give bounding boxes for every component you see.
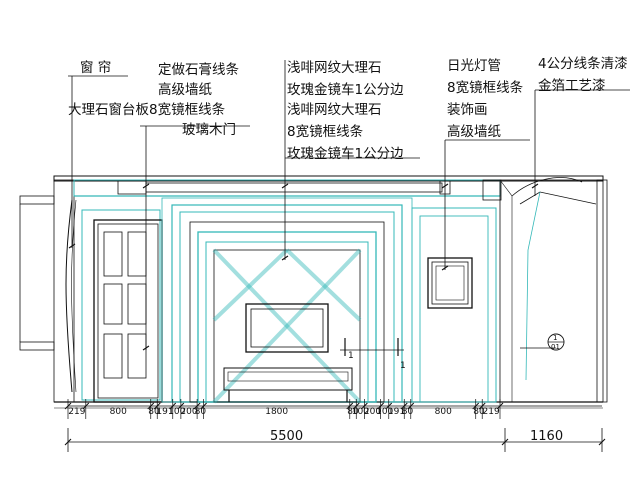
section-mark-right: 1 <box>400 361 406 371</box>
dimension-slash <box>400 402 408 410</box>
dimension-slash <box>200 402 207 410</box>
dimension-slash <box>64 402 72 410</box>
dimension-slash <box>193 402 201 410</box>
dimension-slash <box>177 402 185 410</box>
dimension-label: 80 <box>195 407 207 417</box>
tv-wall <box>161 197 413 404</box>
right-wall <box>482 177 608 403</box>
dimension-label: 800 <box>435 407 452 417</box>
dimension-ticks <box>64 399 504 419</box>
curtain <box>65 199 77 393</box>
label-gold-foil-paint: 金箔工艺漆 <box>538 78 606 94</box>
label-decorative-painting: 装饰画 <box>447 102 488 118</box>
dimension-label: 219 <box>68 407 85 417</box>
dimension-label: 100 <box>168 407 185 417</box>
dimension-label: 219 <box>483 407 500 417</box>
section-marks: 1 1 <box>344 338 406 371</box>
label-custom-plaster-molding: 定做石膏线条 <box>158 61 239 78</box>
curtain-pelmet <box>117 180 451 195</box>
index-symbol-bottom: 01 <box>551 343 560 351</box>
dimension-slash <box>385 402 393 410</box>
label-coffee-marble-2: 浅啡网纹大理石 <box>287 102 382 118</box>
dimension-label: 1800 <box>265 407 288 417</box>
label-premium-wallpaper: 高级墙纸 <box>158 81 212 98</box>
index-symbol: 1 01 <box>547 333 565 351</box>
dimension-slash <box>147 402 155 410</box>
dimension-slash <box>153 402 161 410</box>
wall-outline <box>19 175 604 409</box>
dimension-slash <box>478 402 486 410</box>
dimension-label: 80 <box>402 407 414 417</box>
label-mirror-frame: 8宽镜框线条 <box>287 123 364 140</box>
label-mirror-frame-b: 8宽镜框线条 <box>447 79 524 96</box>
index-symbol-top: 1 <box>553 334 557 342</box>
dimension-total-side: 1160 <box>530 429 563 444</box>
label-marble-sill-frame: 大理石窗台板8宽镜框线条 <box>68 101 226 118</box>
section-mark-left: 1 <box>348 351 354 361</box>
dimension-label: 80 <box>473 407 485 417</box>
label-rose-gold-mirror-2: 玫瑰金镜车1公分边 <box>287 145 404 162</box>
dimension-slash <box>472 402 480 410</box>
label-premium-wallpaper-2: 高级墙纸 <box>447 123 501 140</box>
dimension-slash <box>361 402 368 410</box>
label-curtain: 窗 帘 <box>80 59 111 76</box>
dimension-label: 200 <box>180 407 197 417</box>
dimension-total-main: 5500 <box>270 429 303 444</box>
leader-ticks <box>68 183 539 351</box>
dimension-slash <box>346 402 354 410</box>
dimension-label: 80 <box>347 407 359 417</box>
dimension-label: 800 <box>110 407 127 417</box>
dimension-label: 80 <box>148 407 160 417</box>
dimension-label: 100 <box>352 407 369 417</box>
dimension-slash <box>82 402 90 410</box>
label-rose-gold-mirror: 玫瑰金镜车1公分边 <box>287 81 404 98</box>
dimension-label: 100 <box>376 407 393 417</box>
label-glass-door: 玻璃木门 <box>182 121 236 138</box>
dimension-slash <box>169 402 177 410</box>
callout-labels: 窗 帘 定做石膏线条 高级墙纸 大理石窗台板8宽镜框线条 玻璃木门 浅啡网纹大理… <box>68 55 628 162</box>
leader-lines <box>68 60 630 351</box>
left-door <box>81 209 163 403</box>
dimension-slash <box>496 402 504 410</box>
dimension-slash <box>352 402 360 410</box>
label-light-tube: 日光灯管 <box>447 58 501 74</box>
dimension-slash <box>377 402 384 410</box>
right-panel <box>411 207 497 403</box>
dimension-slash <box>407 402 415 410</box>
dimension-label: 200 <box>364 407 381 417</box>
label-coffee-marble: 浅啡网纹大理石 <box>287 60 382 76</box>
dimension-label: 191 <box>388 407 405 417</box>
dimension-label: 191 <box>156 407 173 417</box>
label-line-clear-paint: 4公分线条清漆 <box>538 55 628 72</box>
